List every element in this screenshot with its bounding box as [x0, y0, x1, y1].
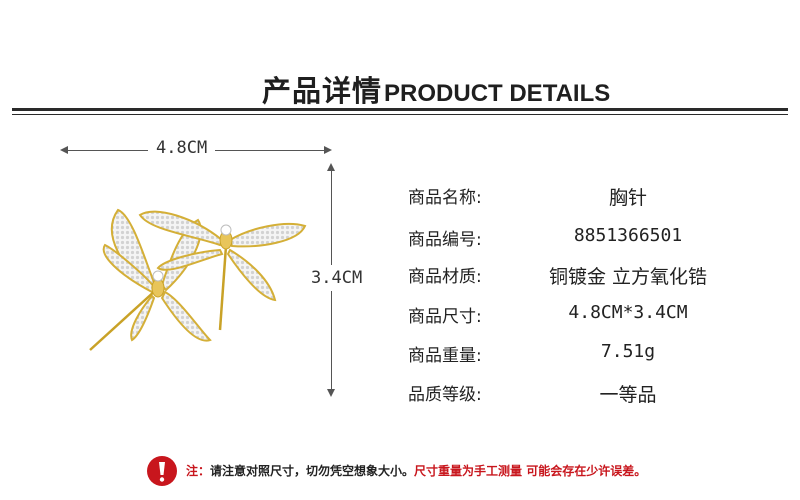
- spec-key: 商品名称:: [408, 188, 482, 208]
- spec-key: 品质等级:: [408, 385, 482, 405]
- notice-red-text: 尺寸重量为手工测量 可能会存在少许误差。: [414, 464, 647, 478]
- spec-value: 8851366501: [573, 225, 683, 246]
- arrow-left-icon: [60, 146, 68, 154]
- spec-key: 商品编号:: [408, 230, 482, 250]
- size-notice: 注：请注意对照尺寸，切勿凭空想象大小。尺寸重量为手工测量 可能会存在少许误差。: [146, 455, 766, 487]
- spec-value: 4.8CM*3.4CM: [568, 302, 688, 323]
- arrow-down-icon: [327, 389, 335, 397]
- spec-row-size: 商品尺寸: 4.8CM*3.4CM: [408, 302, 748, 332]
- notice-main-text: 请注意对照尺寸，切勿凭空想象大小。: [210, 464, 415, 478]
- spec-key: 商品材质:: [408, 267, 482, 287]
- spec-row-name: 商品名称: 胸针: [408, 183, 748, 213]
- spec-key: 商品尺寸:: [408, 307, 482, 327]
- title-chinese: 产品详情: [262, 74, 383, 108]
- arrow-right-icon: [324, 146, 332, 154]
- width-label: 4.8CM: [148, 138, 216, 158]
- spec-value: 7.51g: [600, 341, 656, 362]
- arrow-up-icon: [327, 163, 335, 171]
- spec-row-sku: 商品编号: 8851366501: [408, 225, 748, 255]
- spec-row-grade: 品质等级: 一等品: [408, 380, 748, 410]
- spec-key: 商品重量:: [408, 346, 482, 366]
- header-rule-thin: [12, 114, 788, 115]
- spec-value: 一等品: [599, 384, 657, 406]
- header-title: 产品详情PRODUCT DETAILS: [262, 68, 610, 110]
- notice-label: 注：: [186, 464, 211, 478]
- dragonfly-brooch-image: [89, 208, 307, 351]
- title-english: PRODUCT DETAILS: [384, 80, 611, 107]
- header-rule-thick: [12, 108, 788, 111]
- spec-value: 铜镀金 立方氧化锆: [548, 266, 708, 288]
- notice-text: 注：请注意对照尺寸，切勿凭空想象大小。尺寸重量为手工测量 可能会存在少许误差。: [186, 462, 646, 479]
- height-label: 3.4CM: [307, 265, 367, 291]
- spec-row-material: 商品材质: 铜镀金 立方氧化锆: [408, 262, 748, 292]
- spec-value: 胸针: [608, 187, 647, 209]
- spec-row-weight: 商品重量: 7.51g: [408, 341, 748, 371]
- warning-icon: [147, 456, 177, 486]
